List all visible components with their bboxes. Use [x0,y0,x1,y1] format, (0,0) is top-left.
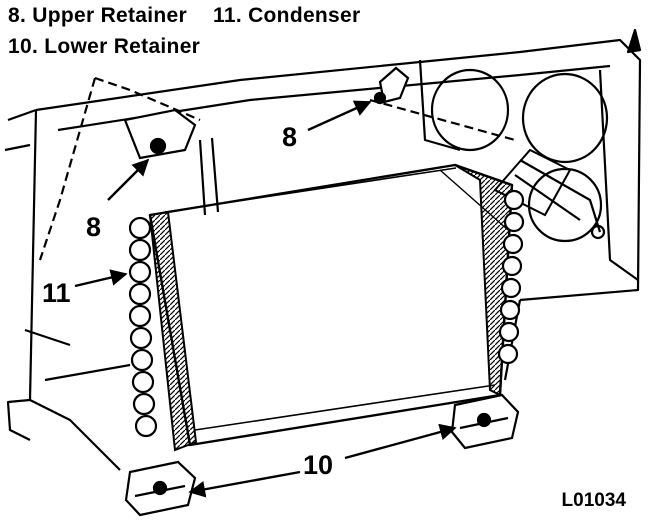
leader-11 [74,269,128,288]
callout-upper-retainer-left: 8 [86,212,101,242]
upper-retainer-right [373,66,410,105]
lower-retainer-right [450,393,520,450]
callout-upper-retainer-right: 8 [282,122,297,152]
legend-label-upper-retainer: Upper Retainer [32,4,188,27]
condenser-tube-bends-right [497,189,525,365]
legend-row-1: 8. Upper Retainer 11. Condenser [8,4,360,28]
radiator-support-frame [4,28,642,471]
upper-retainer-left [123,108,220,216]
callout-lower-retainer: 10 [303,450,333,480]
callout-leaders [74,100,457,498]
lower-retainer-left [124,460,197,517]
legend-label-lower-retainer: Lower Retainer [44,35,201,58]
legend-number-10: 10. [8,35,39,58]
legend-row-2: 10. Lower Retainer [8,35,200,59]
legend-number-8: 8. [8,4,27,27]
condenser-tube-bends-left [128,216,158,438]
legend-label-condenser: Condenser [248,4,361,27]
legend-number-11: 11. [213,4,242,27]
leader-8-left [107,158,150,201]
fan-shroud-openings [430,68,609,243]
leader-10-left [188,470,301,498]
figure-id: L01034 [561,490,626,511]
leader-8-right [307,100,372,132]
leader-10-right [344,423,457,460]
callout-condenser: 11 [42,278,71,308]
